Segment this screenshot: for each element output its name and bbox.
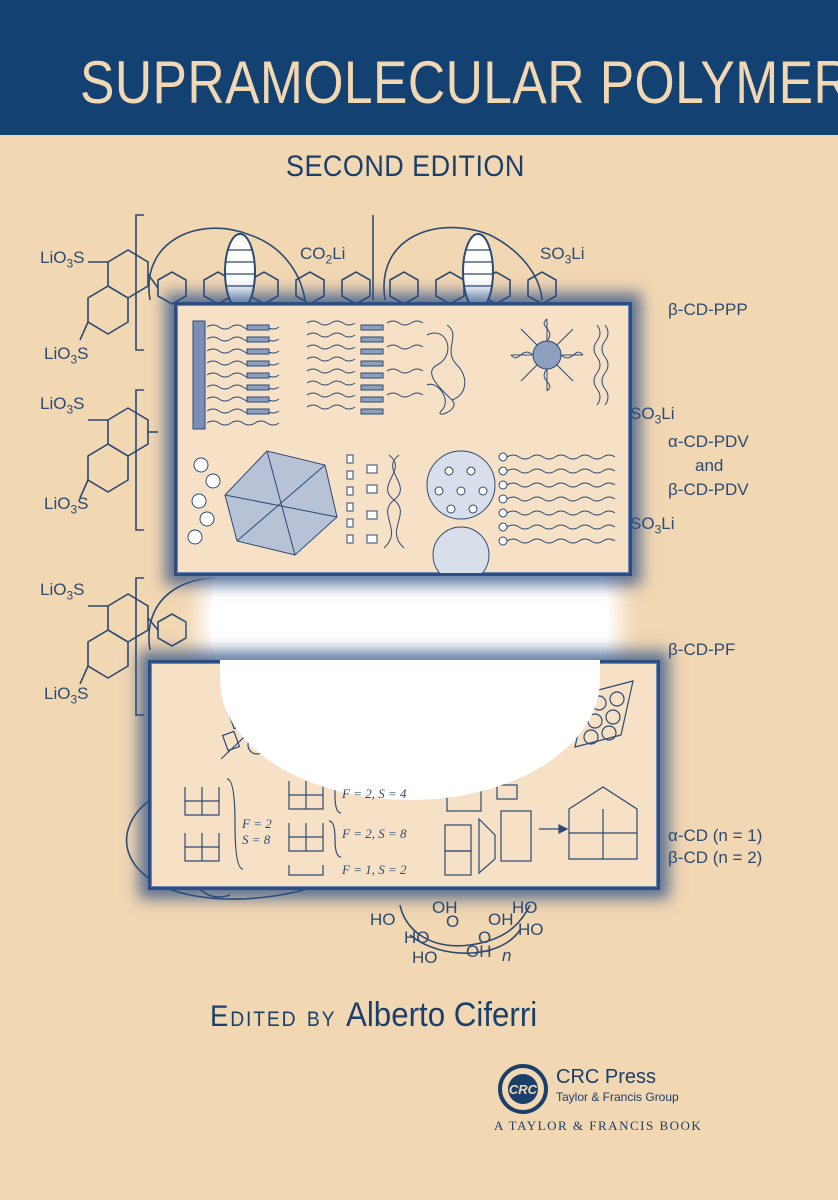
- substituent-so3li-1: SO3Li: [540, 244, 585, 267]
- parameter-label-f2-s8: F = 2, S = 8: [342, 826, 407, 841]
- book-title: SUPRAMOLECULAR POLYMERS: [80, 49, 838, 116]
- substituent-lio3s-4: LiO3S: [44, 494, 89, 517]
- substituent-lio3s-6: LiO3S: [44, 684, 89, 707]
- star-micelle: [510, 318, 584, 392]
- repeat-index-n: n: [502, 946, 512, 965]
- substituent-lio3s-5: LiO3S: [40, 580, 85, 603]
- publisher-group: Taylor & Francis Group: [556, 1090, 679, 1104]
- editor-credit: Edited by Alberto Ciferri: [210, 996, 537, 1035]
- bracketed-stack-2: [288, 776, 342, 876]
- hydroxyl-label: HO: [512, 898, 538, 917]
- cyclodextrin-torus-2: [462, 233, 494, 311]
- substituent-so3li-2: SO3Li: [630, 404, 675, 427]
- hydroxyl-label: OH: [466, 942, 492, 961]
- hydroxyl-label: HO: [404, 928, 430, 947]
- label-and: and: [695, 456, 724, 475]
- label-b-cd-ppp: β-CD-PPP: [668, 300, 748, 319]
- parameter-label-s: S = 8: [242, 832, 271, 847]
- assemblies-illustration: [187, 318, 616, 573]
- parameter-label-f2-s4: F = 2, S = 4: [342, 786, 407, 801]
- cyclodextrin-torus-1: [224, 233, 256, 311]
- parameter-label-f1-s2: F = 1, S = 2: [342, 862, 407, 877]
- label-b-cd-pdv: β-CD-PDV: [668, 480, 749, 499]
- publisher-name: CRC Press: [556, 1066, 657, 1088]
- label-b-cd-n2: β-CD (n = 2): [668, 848, 763, 867]
- cell-fragments: [444, 776, 638, 876]
- publisher-tagline: A TAYLOR & FRANCIS BOOK: [494, 1118, 703, 1133]
- edition-label: SECOND EDITION: [286, 150, 525, 183]
- substituent-lio3s-3: LiO3S: [40, 394, 85, 417]
- substituent-lio3s-2: LiO3S: [44, 344, 89, 367]
- hydroxyl-label: OH: [488, 910, 514, 929]
- phenylene-chain-top: [157, 271, 557, 305]
- hydroxyl-label: OH: [432, 898, 458, 917]
- logo-text: CRC: [509, 1082, 538, 1097]
- crc-press-logo: CRC: [498, 1064, 548, 1114]
- hydroxyl-label: HO: [518, 920, 544, 939]
- bracketed-stack-1: [184, 778, 244, 870]
- editor-name: Alberto Ciferri: [345, 996, 538, 1034]
- substituent-co2li: CO2Li: [300, 244, 346, 267]
- naphthalene-ring-2: [87, 407, 149, 493]
- naphthalene-ring-1: [87, 249, 149, 335]
- label-a-cd-n1: α-CD (n = 1): [668, 826, 763, 845]
- hydroxyl-label: O: [478, 928, 492, 947]
- title-band: [0, 0, 838, 135]
- substituent-lio3s-1: LiO3S: [40, 248, 85, 271]
- naphthalene-ring-3: [87, 593, 149, 679]
- parameter-label-f: F = 2: [242, 816, 272, 831]
- hydroxyl-label: HO: [412, 948, 438, 967]
- substituent-so3li-3: SO3Li: [630, 514, 675, 537]
- label-a-cd-pdv: α-CD-PDV: [668, 432, 749, 451]
- hydroxyl-label: O: [446, 912, 460, 931]
- inset-panel-assemblies: [174, 302, 632, 576]
- editor-prefix: Edited by: [210, 1000, 337, 1033]
- label-b-cd-pf: β-CD-PF: [668, 640, 736, 659]
- hydroxyl-label: HO: [370, 910, 396, 929]
